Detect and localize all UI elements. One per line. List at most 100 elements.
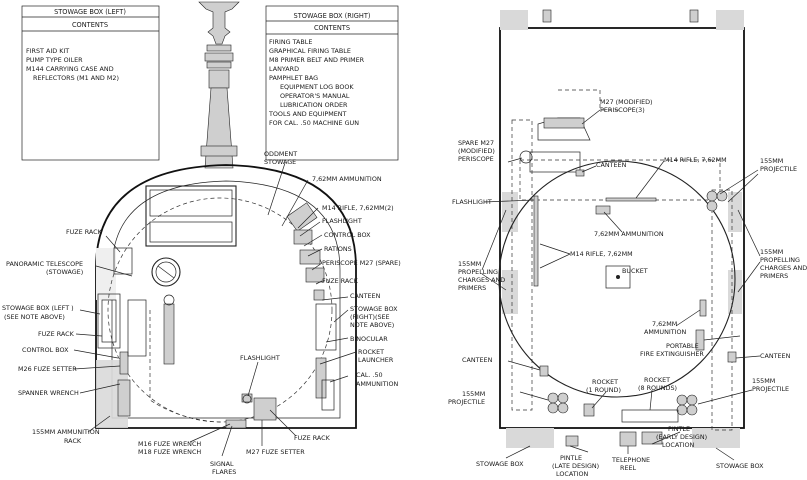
label-cal50: CAL. .50 xyxy=(356,371,383,379)
label-ammo-762-mid: 7,62MM xyxy=(652,320,677,328)
label-proj-155-left: 155MM xyxy=(462,390,485,398)
label-prop-left: PRIMERS xyxy=(458,284,486,292)
label-stowage-box-left-right: STOWAGE BOX xyxy=(476,460,524,468)
label-prop-left: 155MM xyxy=(458,260,481,268)
label-rocket-8: ROCKET xyxy=(644,376,670,384)
label-ammo-155-rack: RACK xyxy=(64,437,82,445)
label-binocular: BINOCULAR xyxy=(350,335,388,343)
label-fuze-rack-mid: FUZE RACK xyxy=(38,330,75,338)
contents-right-item: LUBRICATION ORDER xyxy=(280,101,348,109)
label-m27-periscope: M27 (MODIFIED) xyxy=(600,98,653,106)
label-prop-right: PROPELLING xyxy=(760,256,800,264)
label-rocket-launcher: LAUNCHER xyxy=(358,356,394,364)
projectile-stack-left xyxy=(547,392,569,414)
label-spare-m27: PERISCOPE xyxy=(458,155,494,163)
left-labels: ODDMENT STOWAGE 7,62MM AMMUNITION M14 RI… xyxy=(2,150,401,476)
contents-right-item: M8 PRIMER BELT AND PRIMER xyxy=(269,56,365,64)
label-m16-wrench: M16 FUZE WRENCH xyxy=(138,440,201,448)
contents-right-item: OPERATOR'S MANUAL xyxy=(280,92,350,100)
label-stowage-box-right: (RIGHT)(SEE xyxy=(350,313,390,321)
label-m14-rifle-mid: M14 RIFLE, 7,62MM xyxy=(570,250,633,258)
label-m18-wrench: M18 FUZE WRENCH xyxy=(138,448,201,456)
label-ammo-762: 7,62MM AMMUNITION xyxy=(312,175,382,183)
label-flashlight-bottom: FLASHLIGHT xyxy=(240,354,280,362)
label-prop-right: 155MM xyxy=(760,248,783,256)
gun-barrel xyxy=(198,1,240,169)
label-ammo-762-top: 7,62MM AMMUNITION xyxy=(594,230,664,238)
label-bucket: BUCKET xyxy=(622,267,648,275)
label-canteen-left: CANTEEN xyxy=(462,356,493,364)
projectile-top-right xyxy=(706,190,728,212)
right-leader-lines xyxy=(481,109,761,461)
contents-right-item: LANYARD xyxy=(269,65,299,73)
contents-right-item: PAMPHLET BAG xyxy=(269,74,318,82)
label-rations: RATIONS xyxy=(324,245,352,253)
label-proj-155-top: PROJECTILE xyxy=(760,165,797,173)
contents-right-title: STOWAGE BOX (RIGHT) xyxy=(294,12,371,20)
label-pintle-late: LOCATION xyxy=(556,470,589,478)
label-control-box: CONTROL BOX xyxy=(324,231,371,239)
contents-left-subtitle: CONTENTS xyxy=(72,21,108,29)
contents-right-subtitle: CONTENTS xyxy=(314,24,350,32)
label-stowage-box-right: STOWAGE BOX xyxy=(350,305,398,313)
label-canteen-right: CANTEEN xyxy=(760,352,791,360)
contents-right-item: GRAPHICAL FIRING TABLE xyxy=(269,47,351,55)
right-labels: M27 (MODIFIED) PERISCOPE(3) SPARE M27 (M… xyxy=(448,98,807,478)
contents-right-item: FOR CAL. .50 MACHINE GUN xyxy=(269,119,359,127)
label-proj-155-top: 155MM xyxy=(760,157,783,165)
label-rocket-1: ROCKET xyxy=(592,378,618,386)
label-m27-periscope: PERISCOPE(3) xyxy=(600,106,645,114)
label-pintle-late: PINTLE xyxy=(560,454,582,462)
label-stowage-box-left: (SEE NOTE ABOVE) xyxy=(4,313,65,321)
label-oddment: ODDMENT xyxy=(264,150,297,158)
vehicle-body xyxy=(498,9,745,448)
label-signal-flares: FLARES xyxy=(212,468,236,476)
label-extinguisher: PORTABLE xyxy=(666,342,699,350)
label-spanner-wrench: SPANNER WRENCH xyxy=(18,389,79,397)
contents-left-item: REFLECTORS (M1 AND M2) xyxy=(33,74,119,82)
label-ammo-155-rack: 155MM AMMUNITION xyxy=(32,428,100,436)
label-stowage-box-left: STOWAGE BOX (LEFT ) xyxy=(2,304,74,312)
label-oddment: STOWAGE xyxy=(264,158,296,166)
label-proj-155-left: PROJECTILE xyxy=(448,398,485,406)
label-spare-m27: (MODIFIED) xyxy=(458,147,495,155)
contents-right-item: TOOLS AND EQUIPMENT xyxy=(268,110,347,118)
label-extinguisher: FIRE EXTINGUISHER xyxy=(640,350,704,358)
label-telephone-reel: TELEPHONE xyxy=(611,456,650,464)
label-canteen-top: CANTEEN xyxy=(596,161,627,169)
label-proj-155-right: PROJECTILE xyxy=(752,385,789,393)
label-prop-right: CHARGES AND xyxy=(760,264,807,272)
label-control-box-left: CONTROL BOX xyxy=(22,346,69,354)
contents-box-right: STOWAGE BOX (RIGHT) CONTENTS FIRING TABL… xyxy=(265,5,399,161)
left-leader-lines xyxy=(73,162,357,457)
label-fuze-rack: FUZE RACK xyxy=(322,277,359,285)
label-flashlight-right: FLASHLIGHT xyxy=(452,198,492,206)
label-telephone-reel: REEL xyxy=(620,464,637,472)
contents-left-item: PUMP TYPE OILER xyxy=(26,56,83,64)
label-panoramic-telescope: (STOWAGE) xyxy=(46,268,83,276)
label-periscope-spare: PERISCOPE M27 (SPARE) xyxy=(322,259,401,267)
panoramic-telescope-shape xyxy=(151,257,181,287)
label-fuze-rack-left: FUZE RACK xyxy=(66,228,103,236)
left-diagram: STOWAGE BOX (LEFT) CONTENTS FIRST AID KI… xyxy=(2,1,401,476)
label-m26-fuze-setter: M26 FUZE SETTER xyxy=(18,365,77,373)
label-flashlight: FLASHLIGHT xyxy=(322,217,362,225)
label-m27-fuze-setter: M27 FUZE SETTER xyxy=(246,448,305,456)
label-prop-left: PROPELLING xyxy=(458,268,498,276)
label-spare-m27: SPARE M27 xyxy=(458,139,494,147)
contents-right-item: EQUIPMENT LOG BOOK xyxy=(280,83,354,91)
label-stowage-box-right: NOTE ABOVE) xyxy=(350,321,394,329)
label-cal50: AMMUNITION xyxy=(356,380,399,388)
label-pintle-early: (EARLY DESIGN) xyxy=(656,433,707,441)
label-pintle-early: LOCATION xyxy=(662,441,695,449)
label-stowage-box-right-right: STOWAGE BOX xyxy=(716,462,764,470)
label-prop-right: PRIMERS xyxy=(760,272,788,280)
label-proj-155-right: 155MM xyxy=(752,377,775,385)
right-diagram: M27 (MODIFIED) PERISCOPE(3) SPARE M27 (M… xyxy=(448,9,807,478)
label-fuze-rack-bottom: FUZE RACK xyxy=(294,434,331,442)
label-panoramic-telescope: PANORAMIC TELESCOPE xyxy=(6,260,83,268)
label-prop-left: CHARGES AND xyxy=(458,276,505,284)
label-signal-flares: SIGNAL xyxy=(210,460,234,468)
label-m14-rifle-top: M14 RIFLE, 7,62MM xyxy=(664,156,727,164)
